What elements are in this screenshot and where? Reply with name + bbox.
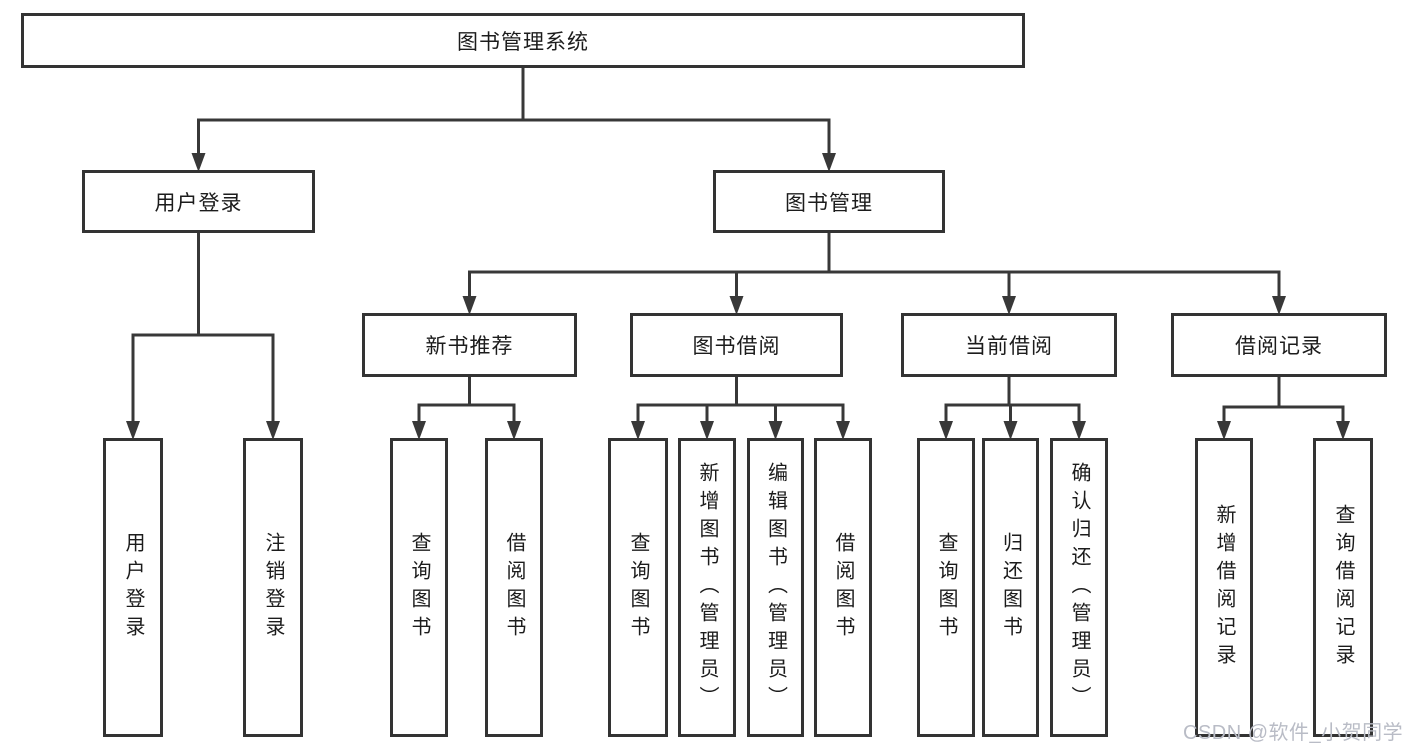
watermark: CSDN @软件_小贺同学 xyxy=(1183,722,1404,744)
node-label: 编辑图书（管理员） xyxy=(764,461,787,714)
node-label: 新增借阅记录 xyxy=(1213,503,1235,672)
node-label: 借阅记录 xyxy=(1235,335,1323,358)
node-label: 用户登录 xyxy=(122,531,144,644)
node-label: 归还图书 xyxy=(999,531,1022,644)
edge-book-borrow xyxy=(631,375,850,440)
node-label: 图书借阅 xyxy=(692,335,781,358)
node-leaf-nbr-borrow: 借阅图书 xyxy=(485,438,543,737)
node-leaf-bb-edit: 编辑图书（管理员） xyxy=(747,438,804,737)
node-leaf-nbr-query: 查询图书 xyxy=(390,438,448,737)
edge-borrow-records xyxy=(1217,375,1350,440)
node-label: 查询借阅记录 xyxy=(1332,503,1354,672)
node-label: 当前借阅 xyxy=(965,335,1053,358)
edge-book-mgmt xyxy=(462,231,1286,315)
node-book-borrow: 图书借阅 xyxy=(630,313,843,377)
node-leaf-bb-borrow: 借阅图书 xyxy=(814,438,872,737)
node-root: 图书管理系统 xyxy=(21,13,1025,68)
node-label: 用户登录 xyxy=(154,191,243,215)
node-label: 图书管理系统 xyxy=(457,30,589,54)
edge-current-borrow xyxy=(939,375,1086,440)
node-leaf-user-login: 用户登录 xyxy=(103,438,163,737)
node-new-book-rec: 新书推荐 xyxy=(362,313,577,377)
node-label: 新增图书（管理员） xyxy=(696,461,718,714)
node-user-login: 用户登录 xyxy=(82,170,315,233)
edge-user-login xyxy=(126,231,280,440)
node-leaf-cb-confirm: 确认归还（管理员） xyxy=(1050,438,1108,737)
node-label: 查询图书 xyxy=(935,531,957,644)
edge-new-book-rec xyxy=(412,375,521,440)
node-book-mgmt: 图书管理 xyxy=(713,170,945,233)
node-leaf-bb-query: 查询图书 xyxy=(608,438,668,737)
node-leaf-bb-add: 新增图书（管理员） xyxy=(678,438,736,737)
node-leaf-br-add: 新增借阅记录 xyxy=(1195,438,1253,737)
node-label: 借阅图书 xyxy=(503,531,525,644)
node-leaf-br-query: 查询借阅记录 xyxy=(1313,438,1373,737)
node-label: 查询图书 xyxy=(408,531,430,644)
node-borrow-records: 借阅记录 xyxy=(1171,313,1387,377)
node-leaf-cb-query: 查询图书 xyxy=(917,438,975,737)
node-label: 借阅图书 xyxy=(832,531,854,644)
node-current-borrow: 当前借阅 xyxy=(901,313,1117,377)
node-label: 确认归还（管理员） xyxy=(1068,461,1090,714)
node-label: 查询图书 xyxy=(627,531,649,644)
node-label: 新书推荐 xyxy=(425,335,514,358)
node-leaf-logout: 注销登录 xyxy=(243,438,303,737)
node-label: 注销登录 xyxy=(262,531,284,644)
node-leaf-cb-return: 归还图书 xyxy=(982,438,1039,737)
edge-root xyxy=(191,66,836,172)
node-label: 图书管理 xyxy=(785,191,873,215)
